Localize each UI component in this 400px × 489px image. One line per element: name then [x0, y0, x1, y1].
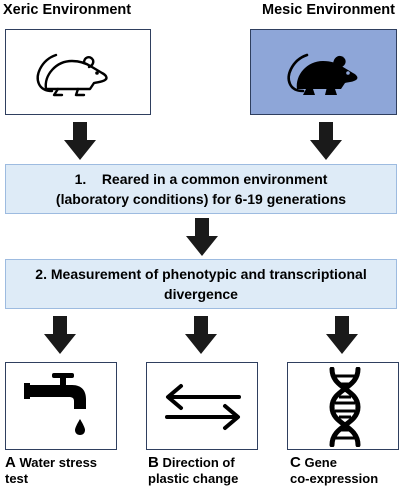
- mesic-environment-label: Mesic Environment: [262, 2, 395, 18]
- bidirectional-arrows-icon: [165, 384, 241, 430]
- plastic-change-box: [146, 362, 258, 450]
- down-arrow-icon: [64, 122, 96, 160]
- step-1-line-1: 1. Reared in a common environment: [75, 169, 328, 189]
- down-arrow-icon: [310, 122, 342, 160]
- caption-b: B Direction of plastic change: [148, 455, 238, 487]
- down-arrow-icon: [185, 316, 217, 354]
- caption-c-line-2: co-expression: [290, 471, 379, 486]
- down-arrow-icon: [44, 316, 76, 354]
- mesic-environment-box: [250, 29, 397, 115]
- caption-a-letter: A: [5, 454, 16, 471]
- step-1-text: Reared in a common environment: [101, 171, 328, 187]
- mouse-filled-icon: [287, 53, 358, 95]
- step-1-number: 1.: [74, 171, 87, 187]
- step-2-number: 2.: [35, 266, 47, 282]
- step-2-line-1: 2. Measurement of phenotypic and transcr…: [35, 264, 366, 284]
- faucet-icon: [24, 373, 86, 435]
- step-1-line-2: (laboratory conditions) for 6-19 generat…: [55, 191, 347, 207]
- down-arrow-icon: [326, 316, 358, 354]
- step-2-banner: 2. Measurement of phenotypic and transcr…: [5, 259, 397, 309]
- xeric-environment-box: [5, 29, 151, 115]
- caption-c: C Gene co-expression: [290, 455, 378, 487]
- water-stress-box: [5, 362, 117, 450]
- step-2-line-2: divergence: [164, 286, 238, 302]
- caption-b-line-2: plastic change: [148, 471, 239, 486]
- caption-b-letter: B: [148, 454, 159, 471]
- caption-c-letter: C: [290, 454, 301, 471]
- step-1-banner: 1. Reared in a common environment (labor…: [5, 164, 397, 214]
- caption-a: A Water stress test: [5, 455, 97, 487]
- caption-c-line-1: Gene: [304, 455, 337, 470]
- caption-a-line-2: test: [5, 471, 29, 486]
- mouse-outline-icon: [36, 53, 108, 97]
- gene-coexpression-box: [287, 362, 399, 450]
- step-2-text: Measurement of phenotypic and transcript…: [50, 266, 367, 282]
- caption-a-line-1: Water stress: [19, 455, 98, 470]
- xeric-environment-label: Xeric Environment: [3, 2, 132, 18]
- down-arrow-icon: [186, 218, 218, 256]
- caption-b-line-1: Direction of: [162, 455, 235, 470]
- dna-icon: [329, 367, 361, 447]
